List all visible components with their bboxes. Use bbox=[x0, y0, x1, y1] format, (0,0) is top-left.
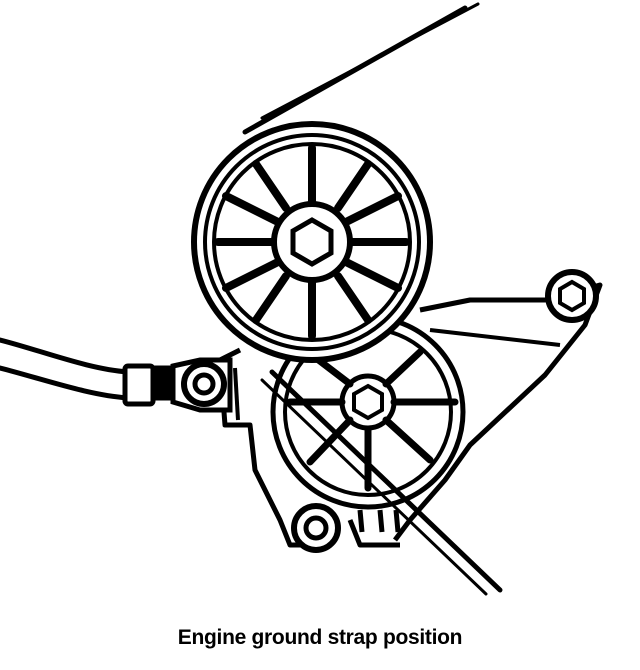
diagram-caption: Engine ground strap position bbox=[177, 626, 463, 649]
ground-strap-cable bbox=[0, 337, 133, 401]
engine-diagram bbox=[0, 2, 603, 596]
strap-bolt bbox=[181, 361, 227, 407]
bracket-bolt-right bbox=[545, 269, 599, 323]
bracket-bolt-lower bbox=[291, 503, 341, 553]
drive-belt bbox=[242, 2, 503, 596]
upper-pulley bbox=[191, 121, 433, 363]
